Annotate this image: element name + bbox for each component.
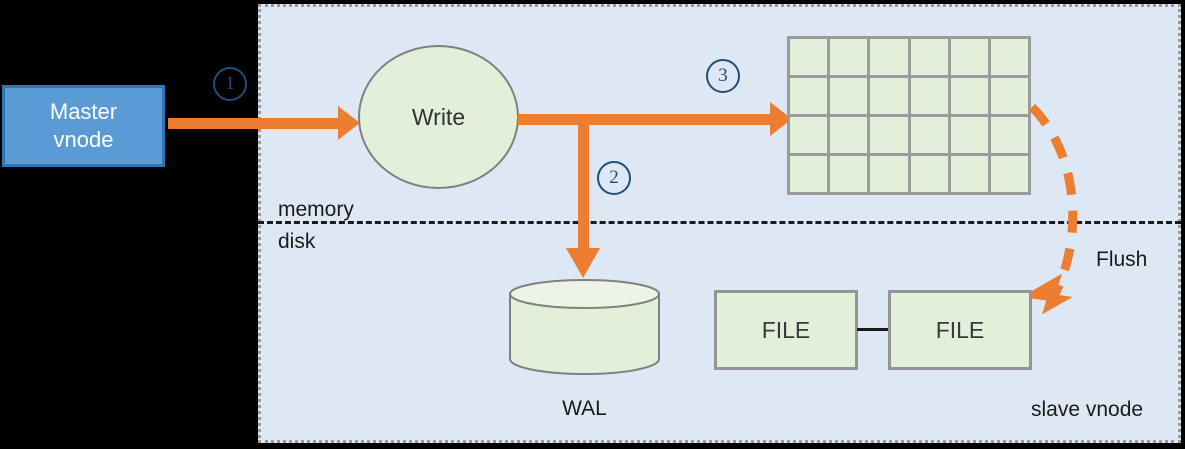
file-box-1[interactable]: FILE	[714, 290, 858, 370]
file-box-1-label: FILE	[761, 316, 811, 343]
disk-label: disk	[278, 230, 316, 253]
memtable-cell	[990, 39, 1028, 75]
memtable-cell	[910, 117, 948, 153]
write-node[interactable]: Write	[358, 45, 519, 189]
file-connector-line	[857, 328, 889, 331]
memtable-cell	[990, 78, 1028, 114]
memtable-grid[interactable]	[787, 36, 1031, 195]
step-number-3-label: 3	[718, 65, 728, 86]
step-number-1-label: 1	[225, 73, 235, 94]
memtable-cell	[790, 156, 828, 192]
arrow-master-to-write-head	[338, 106, 360, 140]
slave-vnode-label: slave vnode	[1031, 398, 1144, 421]
wal-cylinder-body	[509, 293, 660, 375]
memtable-cell	[990, 117, 1028, 153]
memtable-cell	[830, 117, 868, 153]
memtable-cell	[870, 117, 908, 153]
memtable-cell	[950, 39, 988, 75]
memory-label: memory	[278, 198, 354, 221]
memtable-cell	[830, 78, 868, 114]
memtable-cell	[870, 156, 908, 192]
step-number-2-label: 2	[609, 167, 619, 188]
memtable-cell	[830, 39, 868, 75]
master-vnode-label-line2: vnode	[53, 127, 114, 152]
master-vnode-box[interactable]: Master vnode	[2, 85, 165, 167]
memtable-cell	[950, 78, 988, 114]
memtable-cell	[990, 156, 1028, 192]
flush-arrow-path	[1028, 103, 1078, 310]
file-box-2-label: FILE	[935, 316, 985, 343]
arrow-write-to-wal-shaft	[578, 114, 589, 254]
wal-cylinder[interactable]	[508, 278, 661, 375]
memtable-cell	[870, 39, 908, 75]
memtable-cell	[870, 78, 908, 114]
memtable-cell	[910, 156, 948, 192]
memtable-cell	[910, 39, 948, 75]
memtable-cell	[790, 78, 828, 114]
master-vnode-label-line1: Master	[49, 99, 118, 124]
wal-cylinder-top	[509, 279, 660, 309]
step-number-1: 1	[213, 67, 247, 101]
file-box-2[interactable]: FILE	[888, 290, 1032, 370]
arrow-master-to-write-shaft	[168, 118, 344, 129]
write-node-label: Write	[411, 103, 466, 130]
step-number-2: 2	[597, 161, 631, 195]
flush-arrow	[1021, 103, 1078, 315]
wal-label: WAL	[562, 397, 607, 420]
memory-disk-divider	[258, 221, 1181, 224]
memtable-cell	[950, 117, 988, 153]
step-number-3: 3	[706, 59, 740, 93]
memtable-cell	[790, 117, 828, 153]
flush-label: Flush	[1096, 248, 1148, 271]
arrow-write-to-wal-head	[566, 248, 600, 278]
memtable-cell	[910, 78, 948, 114]
memtable-cell	[950, 156, 988, 192]
flush-arrow-head	[1021, 273, 1073, 315]
arrow-write-to-memtable-head	[770, 102, 792, 136]
memtable-cell	[830, 156, 868, 192]
arrow-write-to-memtable-shaft	[518, 114, 776, 125]
memtable-cell	[790, 39, 828, 75]
